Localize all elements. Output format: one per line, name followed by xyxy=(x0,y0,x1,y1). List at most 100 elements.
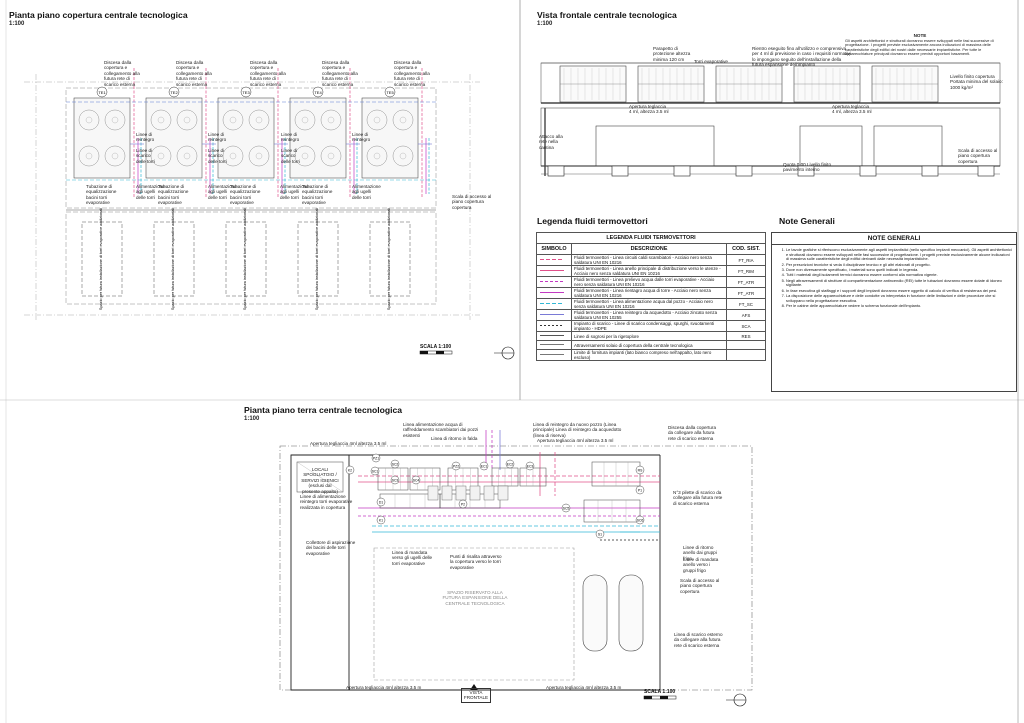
roof-scale-bar xyxy=(419,350,453,355)
roof-label-nozzle-3: Alimentazione agli ugelli delle torri xyxy=(280,184,309,200)
ground-note-opening-br: Apertura tegliaccia 4ml altezza 3.5 m xyxy=(546,685,622,690)
legend-rows: Fluidi termovettori - Linea circuiti cal… xyxy=(536,254,766,362)
front-view-drawing xyxy=(540,62,1001,175)
equipment-tag-label: P2 xyxy=(461,502,465,506)
equipment-tag: K1 xyxy=(376,515,386,525)
ground-note-return-towers: Punti di risalita attraverso la copertur… xyxy=(450,554,502,570)
equipment-tag: P2 xyxy=(458,499,468,509)
roof-note-discharge-1: Discesa dalla copertura e collegamento a… xyxy=(104,60,140,87)
roof-tower-tag: TE3 xyxy=(242,90,250,95)
pump-unit xyxy=(455,485,467,501)
roof-note-stair: Scala di accesso al piano copertura cope… xyxy=(452,194,492,210)
roof-plan-drawing xyxy=(24,74,480,320)
roof-label-equalization-1: Tubazione di equalizzazione bacini torri… xyxy=(86,184,117,206)
front-pillar-footing xyxy=(611,165,629,177)
roof-space-label: Spazio per futura installazione di torri… xyxy=(387,208,391,310)
equipment-tag-label: PZ2 xyxy=(453,464,459,468)
legend-col-description: DESCRIZIONE xyxy=(571,243,727,255)
equipment-unit xyxy=(519,467,547,487)
roof-tower-5: TE5 xyxy=(361,68,432,297)
legend-description: Fluidi termovettori - Linea prelievo acq… xyxy=(571,276,727,288)
legend-code: SCA xyxy=(726,320,766,332)
roof-label-reintegro-2: Linee di reintegro xyxy=(208,132,227,143)
equipment-tag: P1 xyxy=(635,485,645,495)
equipment-tag: SC4 xyxy=(411,475,421,485)
legend-symbol xyxy=(536,330,572,342)
general-note-item: Negli attraversamenti di strutture di co… xyxy=(786,278,1012,288)
ground-note-return-ring: Linee di ritorno anello dai gruppi frigo xyxy=(683,545,717,561)
front-note-wall: Attacco alla rete nella cantina xyxy=(539,134,563,150)
pump-unit xyxy=(469,485,481,501)
equipment-tag-label: K2 xyxy=(348,468,352,472)
general-notes-list: Le tavole grafiche si riferiscono esclus… xyxy=(780,247,1012,309)
roof-note-discharge-4: Discesa dalla copertura e collegamento a… xyxy=(322,60,358,87)
legend-code xyxy=(726,349,766,362)
ground-note-stair: Scala di accesso al piano copertura cope… xyxy=(680,578,720,594)
ground-note-opening-tr: Apertura tegliaccia 4ml altezza 3.5 ml xyxy=(537,438,614,443)
legend-col-code: COD. SIST. xyxy=(726,243,766,255)
general-note-item: Per prescrizioni tecniche si veda il dis… xyxy=(786,262,1012,268)
general-notes-header: NOTE GENERALI xyxy=(772,233,1016,245)
equipment-tag: PZ1 xyxy=(371,453,381,463)
equipment-unit xyxy=(491,467,519,487)
ground-note-supply: Linea alimentazione acqua di raffreddame… xyxy=(403,422,479,438)
equipment-tag-label: SC5 xyxy=(563,506,570,510)
roof-label-equalization-3: Tubazione di equalizzazione bacini torri… xyxy=(230,184,261,206)
legend-symbol xyxy=(536,265,572,277)
legend-code: FT_ATR xyxy=(726,287,766,299)
equipment-tag-label: P1 xyxy=(638,488,642,492)
roof-label-scarico-1: Linee di scarico delle torri xyxy=(136,148,155,164)
general-note-item: In fase esecutiva gli staffaggi e i supp… xyxy=(786,288,1012,294)
roof-note-discharge-3: Discesa dalla copertura e collegamento a… xyxy=(250,60,286,87)
roof-label-nozzle-2: Alimentazione agli ugelli delle torri xyxy=(208,184,237,200)
roof-tower-tag: TE4 xyxy=(314,90,322,95)
legend-symbol xyxy=(536,309,572,321)
general-note-item: La disposizione delle apparecchiature e … xyxy=(786,293,1012,303)
legend-code: FT_RIM xyxy=(726,265,766,277)
legend-symbol xyxy=(536,349,572,362)
roof-label-reintegro-1: Linee di reintegro xyxy=(136,132,155,143)
legend-row: Limite di fornitura impianti (lato bianc… xyxy=(536,349,766,362)
roof-tower-tag: TE2 xyxy=(170,90,178,95)
equipment-tag: RS xyxy=(635,465,645,475)
equipment-tag-label: D1 xyxy=(379,500,383,504)
equipment-tag: SC2 xyxy=(390,459,400,469)
legend-symbol xyxy=(536,254,572,266)
roof-tower-3: TE3 xyxy=(217,68,288,297)
roof-plan-scale: 1:100 xyxy=(9,21,25,27)
storage-tank xyxy=(618,574,644,652)
general-note-item: Per le cabine delle apparecchiature vede… xyxy=(786,303,1012,309)
room-label: LOCALI SPOGLIATOIO / SERVIZI IGIENICI (e… xyxy=(301,467,339,494)
legend-symbol xyxy=(536,320,572,332)
front-note-text: Gli aspetti architettonici e strutturali… xyxy=(845,37,994,57)
roof-label-nozzle-4: Alimentazione agli ugelli delle torri xyxy=(352,184,381,200)
front-tower-5 xyxy=(871,65,939,103)
storage-tank xyxy=(582,574,608,652)
legend-code: AFS xyxy=(726,309,766,321)
legend-row: Fluidi termovettori - Linea circuiti cal… xyxy=(536,254,766,266)
equipment-unit xyxy=(583,499,641,523)
legend-description: Fluidi termovettori - Linea circuiti cal… xyxy=(571,254,727,266)
front-note-steel: Rientro eseguito fino all'utilizzo e com… xyxy=(752,46,851,68)
ground-plan-title: Pianta piano terra centrale tecnologica xyxy=(244,405,403,415)
legend-code xyxy=(726,340,766,351)
roof-tower-1: TE1 xyxy=(73,68,144,297)
equipment-tag: SC6 xyxy=(635,515,645,525)
legend-description: Fluidi termovettori - Linea reintegro da… xyxy=(571,309,727,321)
equipment-tag-label: S1 xyxy=(598,532,602,536)
front-note-quota: Quota 0.00 Livello finito pavimento inte… xyxy=(783,162,832,173)
equipment-tag: SC1 xyxy=(370,466,380,476)
ground-plan-scale: 1:100 xyxy=(244,416,260,422)
legend-description: Attraversamenti solaio di copertura dell… xyxy=(571,340,727,351)
ground-note-returns: Linea di ritorno in falda xyxy=(431,436,478,441)
ground-note-reintegro: Linea di reintegro da nuovo pozzo (Linea… xyxy=(533,422,622,438)
legend-code: FT_RIA xyxy=(726,254,766,266)
front-note-heading: NOTE xyxy=(913,33,927,38)
legend-row: Fluidi termovettori - Linea alimentazion… xyxy=(536,298,766,310)
equipment-tag-label: SC6 xyxy=(637,518,644,522)
notes-title: Note Generali xyxy=(779,216,835,226)
